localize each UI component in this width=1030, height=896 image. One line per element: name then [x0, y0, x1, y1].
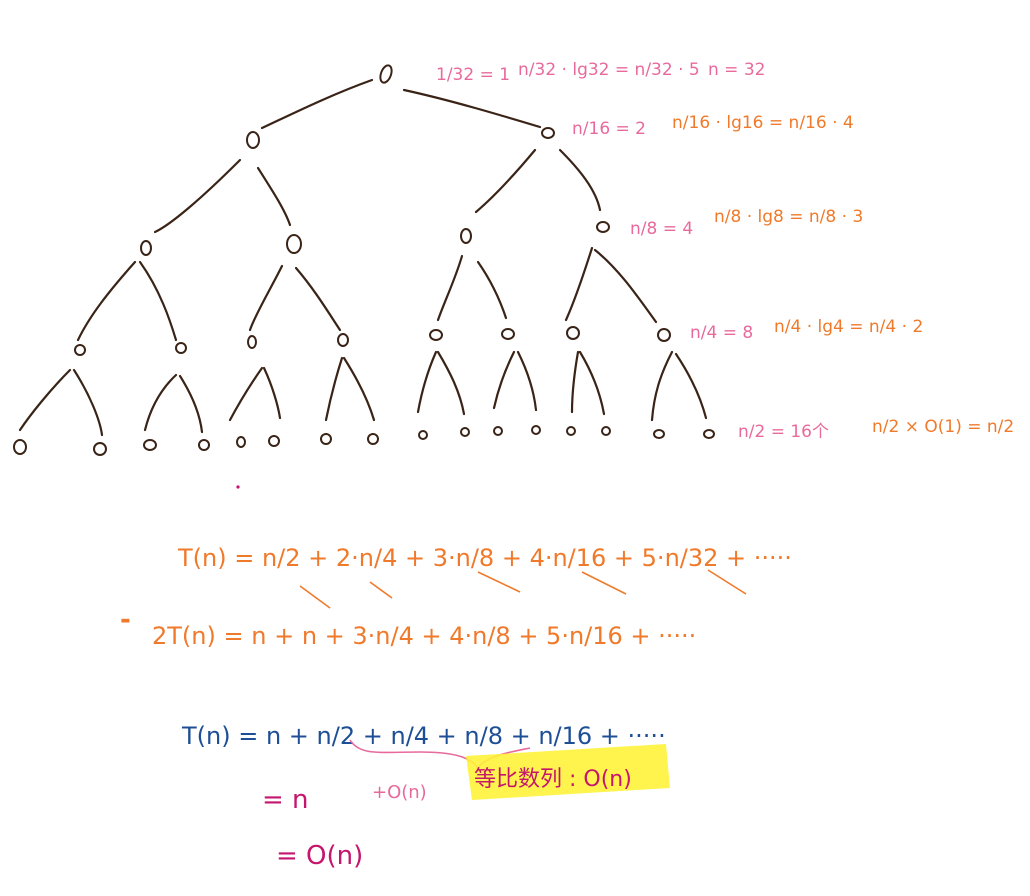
tree-node	[74, 344, 86, 356]
level-3-work: n/4 · lg4 = n/4 · 2	[774, 317, 923, 337]
tree-leaf	[460, 427, 470, 437]
tree-node-root	[379, 64, 393, 84]
tree-leaf	[493, 426, 503, 436]
tree-leaf	[268, 435, 280, 447]
alignment-stroke	[581, 571, 627, 595]
alignment-stroke	[707, 569, 747, 595]
level-4-count: n/2 = 16个	[738, 422, 829, 442]
stray-dot	[236, 485, 240, 489]
tree-node	[541, 127, 555, 139]
tree-leaf	[653, 429, 665, 439]
tree-leaf	[601, 426, 611, 436]
tree-nodes	[13, 64, 715, 456]
level-1-work: n/16 · lg16 = n/16 · 4	[672, 113, 854, 133]
tree-node	[247, 335, 257, 349]
tree-node	[460, 228, 472, 244]
derivation: T(n) = n/2 + 2·n/4 + 3·n/8 + 4·n/16 + 5·…	[120, 544, 792, 871]
tree-leaf	[367, 433, 379, 445]
result-line-2: = O(n)	[276, 841, 363, 871]
level-0-extra: n = 32	[708, 60, 765, 80]
level-4-work: n/2 × O(1) = n/2	[872, 417, 1014, 437]
tree-node	[566, 326, 580, 340]
tree-node	[657, 328, 671, 342]
result-line-1: = n	[262, 785, 309, 815]
highlight-note: 等比数列 : O(n)	[474, 767, 632, 792]
alignment-stroke	[299, 585, 331, 609]
tree-node	[286, 234, 302, 254]
tree-leaf	[13, 439, 27, 455]
highlight-marker	[466, 744, 670, 800]
tree-node	[140, 240, 152, 256]
level-2-count: n/8 = 4	[630, 219, 693, 239]
level-0-work: n/32 · lg32 = n/32 · 5	[518, 60, 700, 80]
alignment-stroke	[369, 581, 393, 599]
tree-leaf	[93, 442, 107, 456]
tree-leaf	[236, 436, 246, 448]
level-3-count: n/4 = 8	[690, 323, 753, 343]
difference-equation: T(n) = n + n/2 + n/4 + n/8 + n/16 + ····…	[181, 722, 666, 750]
tree-node	[596, 221, 610, 233]
tree-node	[501, 328, 515, 340]
level-annotations: 1/32 = 1 n/32 · lg32 = n/32 · 5 n = 32 n…	[436, 60, 1014, 442]
alignment-stroke	[477, 571, 521, 593]
tree-node	[246, 131, 260, 149]
tree-leaf	[418, 430, 428, 440]
result-line-1-extra: +O(n)	[372, 782, 427, 803]
tree-leaf	[703, 429, 715, 439]
tree-leaf	[531, 425, 541, 435]
level-1-count: n/16 = 2	[572, 119, 646, 139]
tree-leaf	[320, 433, 332, 445]
tree-edges	[18, 78, 708, 437]
tree-leaf	[198, 439, 210, 451]
tree-leaf	[143, 439, 157, 451]
minus-sign: -	[120, 605, 131, 635]
tree-node	[429, 329, 443, 341]
tree-node	[175, 342, 187, 354]
tree-leaf	[566, 426, 576, 436]
level-0-count: 1/32 = 1	[436, 65, 510, 85]
tree-node	[337, 333, 349, 347]
level-2-work: n/8 · lg8 = n/8 · 3	[714, 207, 863, 227]
t-of-n-equation: T(n) = n/2 + 2·n/4 + 3·n/8 + 4·n/16 + 5·…	[177, 544, 792, 572]
two-t-of-n-equation: 2T(n) = n + n + 3·n/4 + 4·n/8 + 5·n/16 +…	[152, 622, 696, 650]
